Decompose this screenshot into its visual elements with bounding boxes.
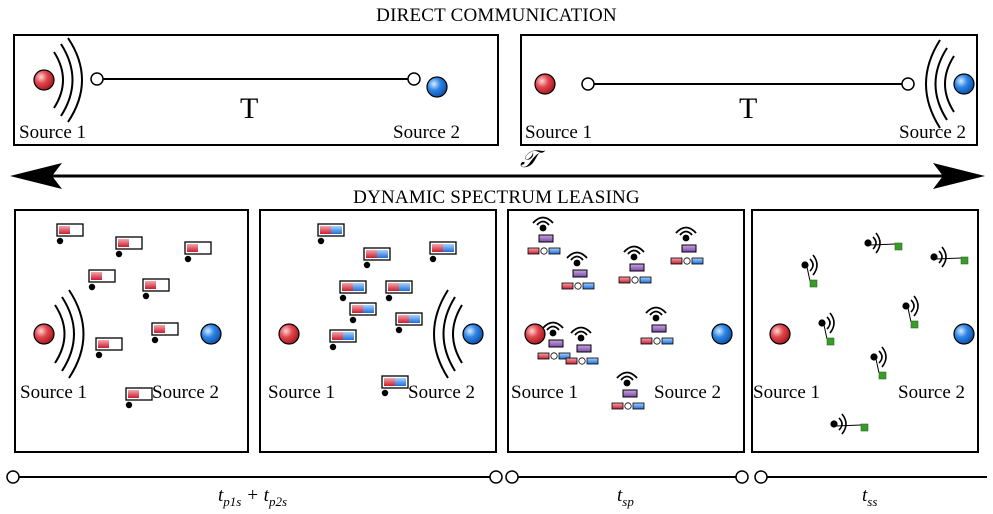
secondary-node-icon: [801, 254, 818, 288]
buffer-block-icon: [385, 280, 413, 302]
broadcast-waves-icon: [54, 304, 66, 364]
dsl-1-source-2-label: Source 2: [152, 382, 220, 403]
dsl-title: DYNAMIC SPECTRUM LEASING: [353, 187, 640, 208]
period-double-arrow: [10, 163, 985, 189]
dsl-3-source-2-label: Source 2: [654, 382, 722, 403]
buffer-block-icon: [115, 236, 143, 258]
dsl-4-source-1-label: Source 1: [753, 382, 821, 403]
buffer-block-icon: [151, 322, 179, 344]
buffer-block-icon: [56, 223, 84, 245]
direct-1-source-1-label: Source 1: [19, 122, 87, 143]
relay-node-icon: [670, 226, 704, 265]
secondary-node-icon: [864, 232, 903, 254]
direct-communication-title: DIRECT COMMUNICATION: [376, 5, 617, 26]
relay-node-icon: [618, 245, 652, 284]
buffer-block-icon: [125, 387, 153, 409]
buffer-block-icon: [95, 337, 123, 359]
source-2-node: [426, 76, 448, 98]
dsl-panel-2: [259, 209, 497, 453]
buffer-block-icon: [395, 312, 423, 334]
buffer-block-icon: [339, 280, 367, 302]
period-label: 𝒯: [520, 145, 539, 173]
direct-2-source-1-label: Source 1: [525, 122, 593, 143]
buffer-block-icon: [184, 241, 212, 263]
secondary-node-icon: [902, 295, 919, 329]
broadcast-waves-icon: [944, 55, 955, 113]
source-1-node: [33, 69, 55, 91]
dsl-2-source-2-label: Source 2: [408, 382, 476, 403]
dsl-1-source-1-label: Source 1: [20, 382, 88, 403]
timeline-label-secondary: tss: [862, 485, 878, 509]
buffer-block-icon: [317, 223, 345, 245]
relay-node-icon: [565, 326, 599, 365]
direct-2-link-label: T: [739, 92, 758, 125]
broadcast-waves-icon: [53, 51, 64, 109]
secondary-node-icon: [818, 312, 835, 346]
relay-node-icon: [640, 306, 674, 345]
relay-node-icon: [527, 216, 561, 255]
buffer-block-icon: [142, 278, 170, 300]
timeline-label-primary: tp1s + tp2s: [218, 485, 288, 509]
dsl-panel-1: [14, 209, 249, 453]
relay-node-icon: [561, 251, 595, 290]
secondary-node-icon: [870, 346, 887, 380]
dsl-4-source-2-label: Source 2: [898, 382, 966, 403]
secondary-node-icon: [830, 413, 869, 435]
dsl-3-source-1-label: Source 1: [511, 382, 579, 403]
dsl-panel-4: [751, 209, 979, 453]
dsl-node-icons: [56, 216, 969, 435]
direct-panel-1: [13, 34, 499, 146]
timeline: [6, 470, 987, 484]
relay-node-icon: [611, 371, 645, 410]
dsl-2-source-1-label: Source 1: [268, 382, 336, 403]
buffer-block-icon: [381, 375, 409, 397]
buffer-block-icon: [429, 241, 457, 263]
timeline-label-spectrum: tsp: [617, 485, 634, 509]
dsl-panel-3: [507, 209, 745, 453]
broadcast-waves-icon: [452, 304, 463, 364]
relay-node-icon: [537, 321, 571, 360]
buffer-block-icon: [329, 329, 357, 351]
direct-1-source-2-label: Source 2: [393, 122, 461, 143]
direct-1-link-label: T: [240, 92, 259, 125]
buffer-block-icon: [363, 247, 391, 269]
buffer-block-icon: [349, 302, 377, 324]
direct-2-source-2-label: Source 2: [899, 122, 967, 143]
secondary-node-icon: [930, 246, 969, 268]
direct-panel-2: [520, 34, 978, 146]
buffer-block-icon: [88, 269, 116, 291]
